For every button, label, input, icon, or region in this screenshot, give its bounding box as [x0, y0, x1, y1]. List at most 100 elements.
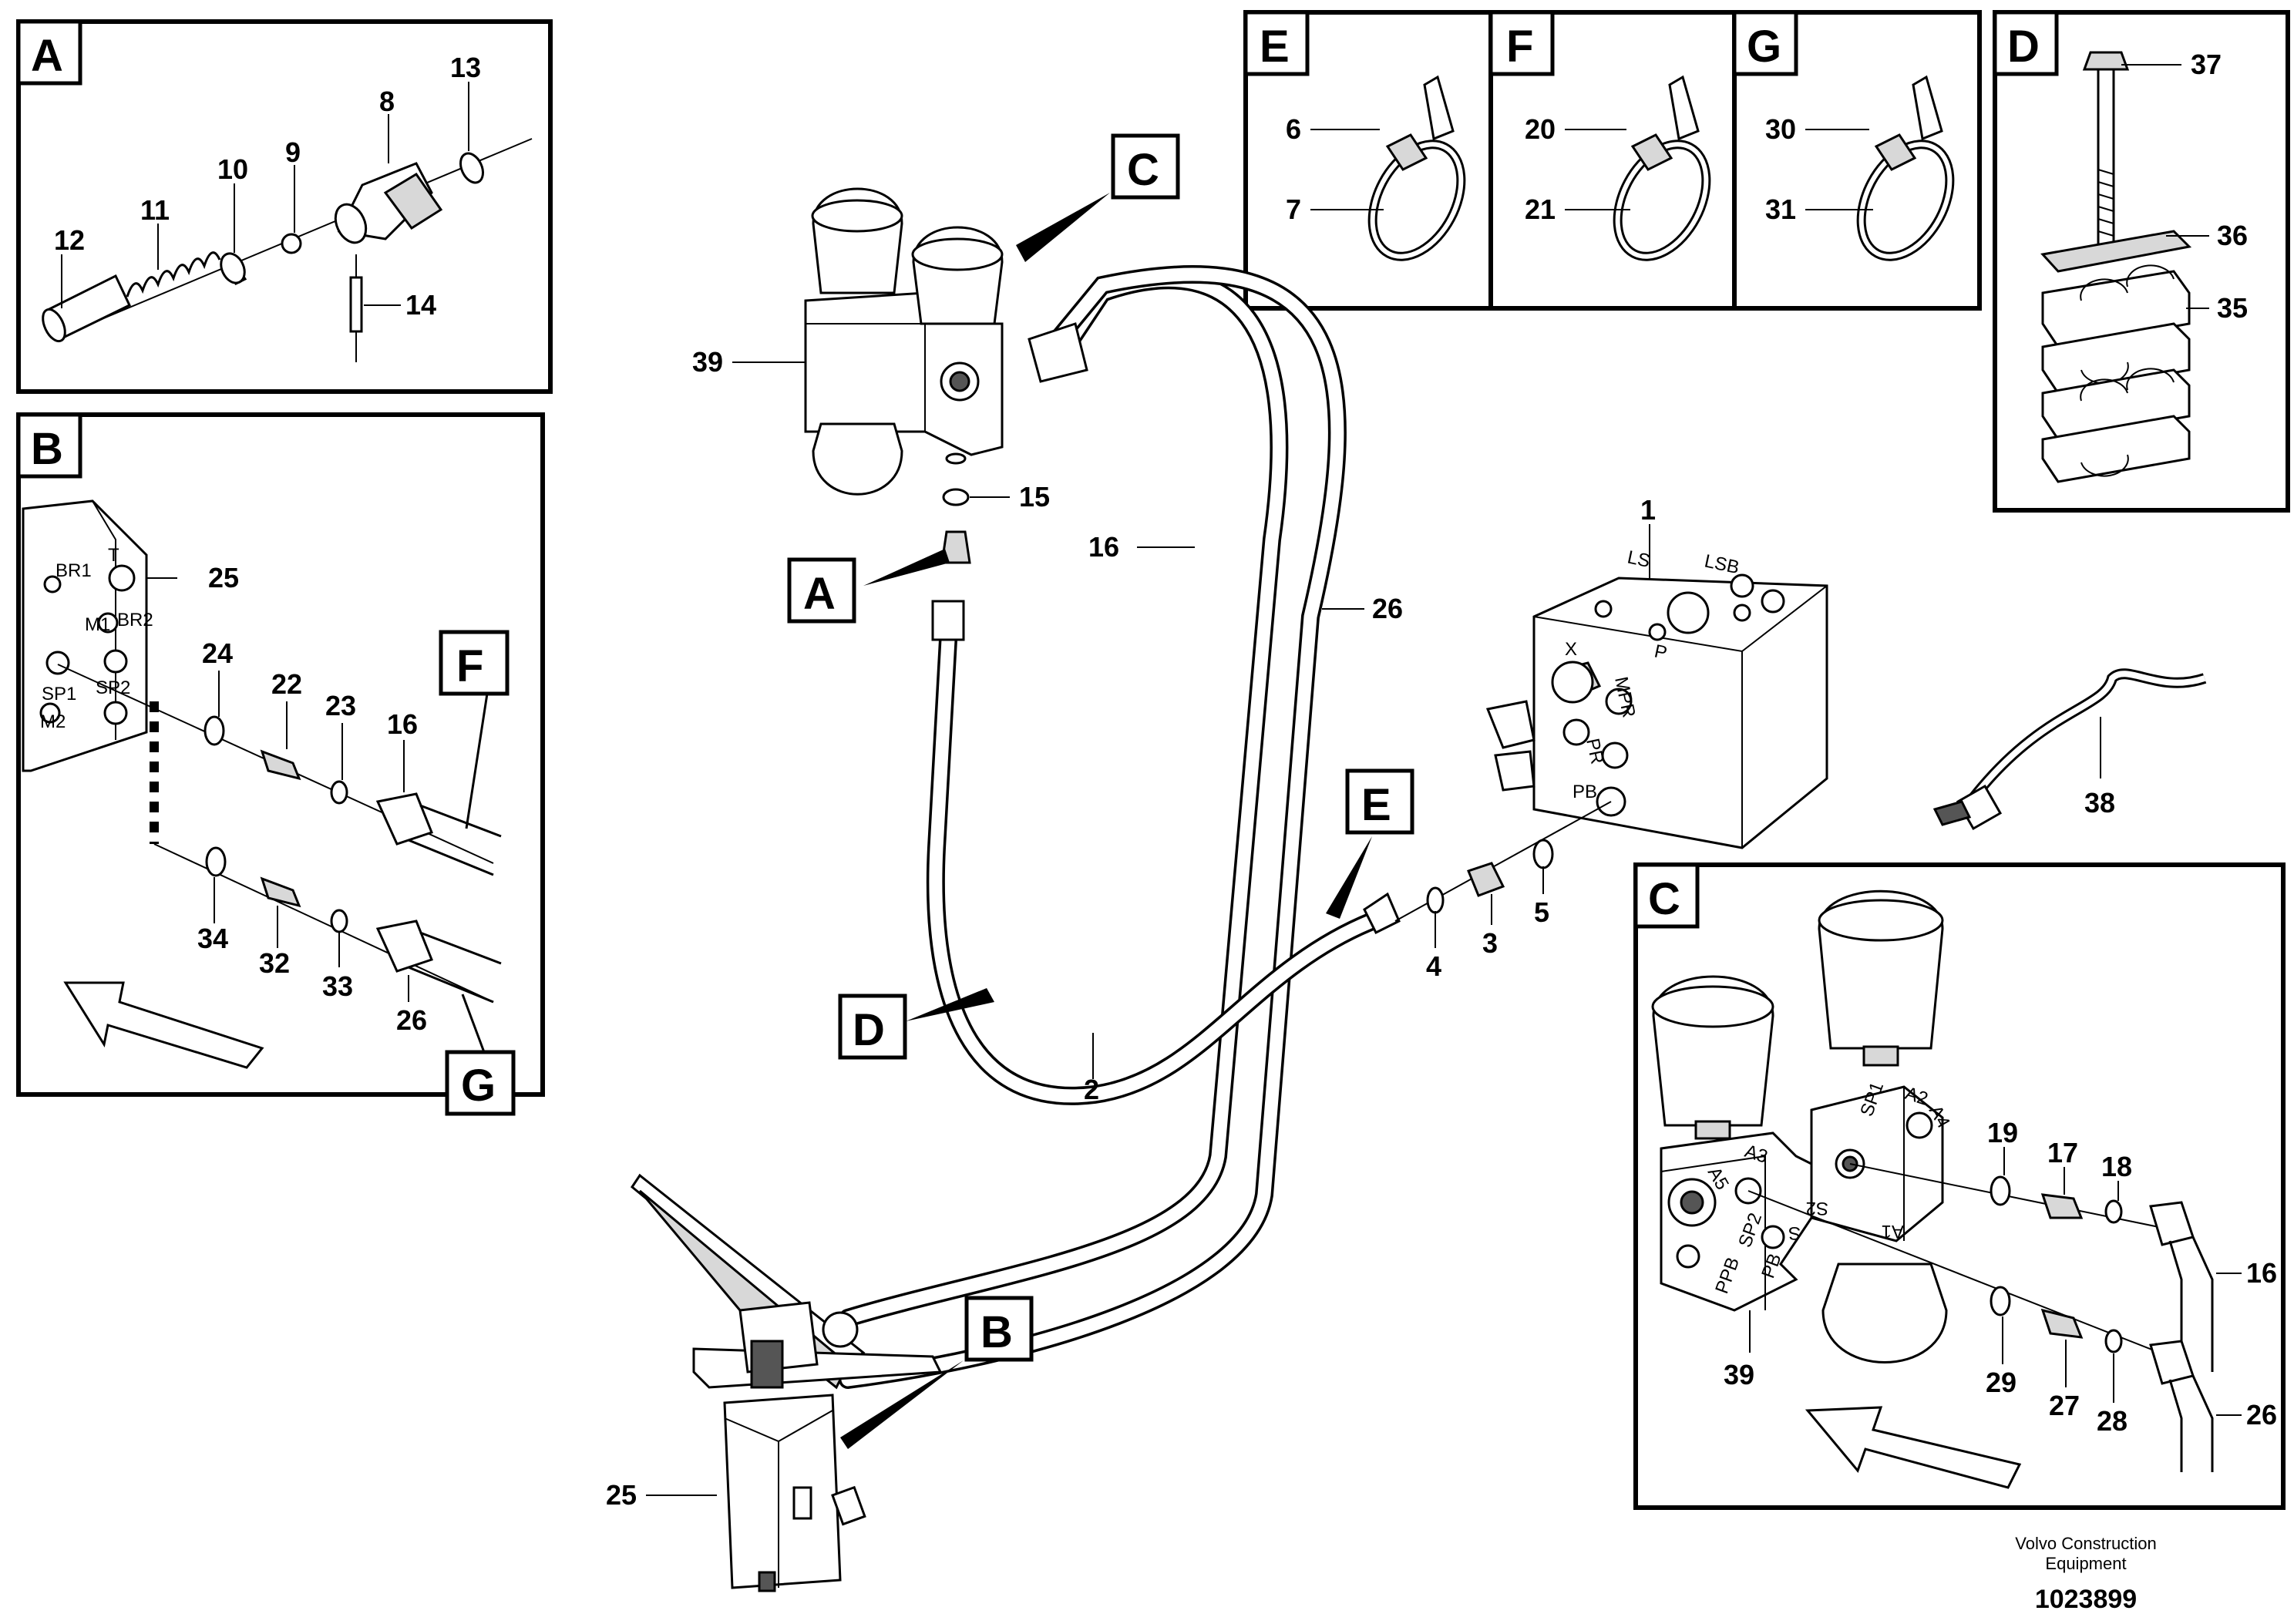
callout-11: 11 — [140, 194, 170, 226]
main-valve-block-1: LS LSB P X MPR PR PB — [1485, 546, 1828, 849]
inset-c: C A3 A5 A2 A4 A1 S2 S SP2 SP1 PPB — [1633, 862, 2286, 1510]
callout-13: 13 — [450, 52, 481, 83]
o-ring-5 — [1532, 839, 1554, 869]
callout-36: 36 — [2217, 220, 2248, 251]
port-m2: M2 — [40, 711, 66, 732]
inset-g-label: G — [1747, 22, 1781, 72]
accumulator-block-39-detail: A3 A5 A2 A4 A1 S2 S SP2 SP1 PPB PB — [1651, 889, 1954, 1363]
footer: Volvo Construction Equipment 1023899 — [2015, 1534, 2156, 1614]
hose-nut-26 — [375, 920, 433, 973]
cable-tie-f — [1613, 75, 1711, 261]
o-ring-28 — [2104, 1329, 2123, 1353]
document-number: 1023899 — [2035, 1585, 2137, 1614]
tag-f-label: F — [456, 641, 483, 691]
brake-pedal-valve-25 — [630, 1173, 943, 1592]
port-lsb: LSB — [1703, 550, 1741, 578]
callout-26-inset-b: 26 — [396, 1004, 427, 1036]
tag-a-main-label: A — [803, 569, 836, 619]
callout-22: 22 — [271, 668, 302, 700]
inset-e-label: E — [1260, 22, 1290, 72]
direction-arrow-c — [1805, 1406, 2022, 1489]
inset-c-label: C — [1648, 874, 1680, 924]
callout-17: 17 — [2047, 1137, 2078, 1168]
accumulator-detail-bottom — [1821, 1263, 1948, 1363]
direction-arrow-b — [63, 981, 264, 1069]
nipple-17 — [2040, 1193, 2084, 1219]
callout-19: 19 — [1987, 1117, 2018, 1148]
callout-39-inset-c: 39 — [1724, 1359, 1754, 1390]
tag-b-main-label: B — [980, 1307, 1013, 1357]
inset-b-tag — [16, 412, 82, 479]
cable-tie-e — [1367, 75, 1466, 261]
clamp-blocks-35 — [2041, 264, 2191, 483]
cover-plate-36 — [2040, 230, 2192, 273]
callout-5: 5 — [1534, 896, 1549, 928]
callout-32: 32 — [259, 947, 290, 979]
accumulator-block-39 — [804, 187, 1004, 496]
callout-18: 18 — [2101, 1151, 2132, 1182]
callout-6: 6 — [1286, 113, 1301, 145]
hose-nut-16 — [375, 792, 433, 846]
fitting-part — [334, 162, 443, 244]
callout-25-main: 25 — [606, 1479, 637, 1511]
inset-g: G 30 31 — [1732, 10, 1982, 311]
tag-e-main-label: E — [1361, 780, 1391, 830]
callout-31: 31 — [1765, 193, 1796, 225]
callout-26-inset-c: 26 — [2246, 1399, 2277, 1431]
leader-f — [465, 693, 489, 829]
callout-7: 7 — [1286, 193, 1301, 225]
o-ring-34 — [205, 846, 227, 877]
callout-30: 30 — [1765, 113, 1796, 145]
callout-23: 23 — [325, 690, 356, 721]
tag-c-main — [1111, 133, 1180, 200]
o-ring-19 — [1990, 1175, 2011, 1206]
tag-d-main — [838, 994, 907, 1060]
inset-a-frame — [16, 19, 553, 394]
port-x: X — [1565, 639, 1577, 660]
tag-b-main — [964, 1296, 1034, 1362]
port-t: T — [108, 545, 119, 566]
callout-27: 27 — [2049, 1390, 2080, 1421]
callout-10: 10 — [217, 153, 248, 185]
o-ring-24 — [204, 715, 225, 746]
hose-routing — [839, 265, 1401, 1389]
callout-9: 9 — [285, 136, 301, 168]
callout-15: 15 — [1019, 481, 1050, 513]
hose-end-2-bottom — [1363, 892, 1401, 935]
callout-38: 38 — [2084, 787, 2115, 819]
o-ring-33 — [330, 909, 348, 933]
callout-2: 2 — [1084, 1074, 1099, 1105]
callout-16-inset-c: 16 — [2246, 1257, 2277, 1289]
nipple-27 — [2040, 1308, 2084, 1339]
inset-a: A 12 11 10 9 8 13 — [16, 19, 553, 394]
callout-35: 35 — [2217, 292, 2248, 324]
inset-a-tag — [16, 19, 82, 86]
nipple-22 — [260, 749, 301, 781]
cable-tie-g — [1856, 75, 1955, 261]
port-sp1: SP1 — [42, 684, 76, 704]
leader-g — [461, 994, 486, 1053]
tag-f — [439, 630, 510, 696]
inset-b: B BR1 T M1 BR2 SP1 M2 SP2 25 24 — [16, 412, 545, 1116]
inset-f: F 20 21 — [1488, 10, 1737, 311]
callout-29: 29 — [1986, 1367, 2016, 1398]
callout-8: 8 — [379, 86, 395, 117]
o-ring-18 — [2104, 1199, 2123, 1224]
callout-3: 3 — [1482, 927, 1498, 959]
pin-part — [349, 276, 363, 333]
port-br2: BR2 — [117, 610, 153, 630]
port-s: S — [1788, 1222, 1801, 1243]
inset-f-label: F — [1506, 22, 1533, 72]
inset-d-label: D — [2007, 22, 2040, 72]
port-br1: BR1 — [56, 560, 92, 581]
o-ring-4 — [1426, 886, 1445, 914]
callout-21: 21 — [1525, 193, 1556, 225]
callout-26-main: 26 — [1372, 593, 1403, 624]
port-a1: A1 — [1882, 1221, 1904, 1242]
spring-part — [126, 251, 221, 298]
callout-12: 12 — [54, 224, 85, 256]
main-callouts: 39 15 16 26 1 2 4 3 5 38 25 — [606, 346, 2115, 1511]
callout-24: 24 — [202, 637, 233, 669]
port-p: P — [1653, 641, 1669, 664]
